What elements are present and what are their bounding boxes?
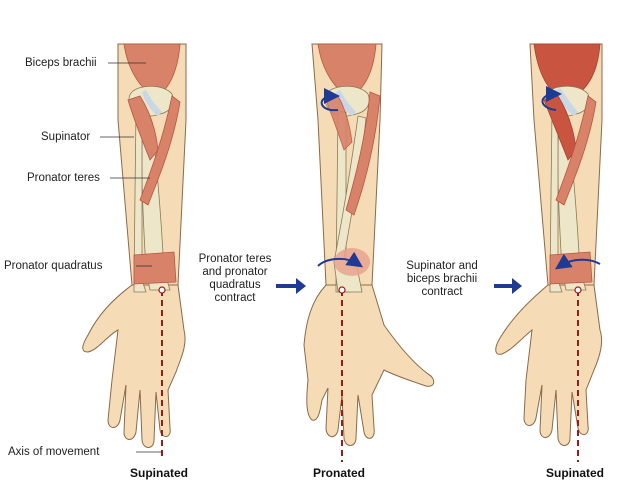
transition-text-1: Pronator teres and pronator quadratus co… [190, 253, 280, 305]
arm-pronated-middle [303, 43, 435, 462]
pronator-teres-muscle [345, 91, 381, 216]
pronator-quadratus-muscle [133, 251, 177, 285]
biceps-tendon [142, 90, 162, 116]
transition-text-2-line: Supinator and [406, 260, 478, 272]
rotation-arrow-elbow [541, 86, 562, 111]
pronator-teres-muscle [555, 95, 597, 206]
transition-text-1-line: and pronator [202, 266, 268, 278]
caption-supinated-right: Supinated [546, 466, 605, 480]
hand-skin [82, 284, 186, 448]
arm-supinated-right [495, 43, 603, 462]
arm-supinated-left [82, 43, 187, 458]
rotation-arrow-elbow [320, 88, 340, 112]
transition-text-1-line: quadratus [209, 279, 261, 291]
label-axis-of-movement: Axis of movement [8, 446, 100, 458]
label-supinator: Supinator [41, 131, 91, 143]
transition-text-2-line: contract [421, 286, 463, 298]
label-biceps-brachii: Biceps brachii [25, 57, 97, 69]
transition-arrow-1 [276, 278, 306, 294]
transition-text-1-line: Pronator teres [198, 253, 272, 265]
hand-skin [303, 284, 435, 446]
transition-text-1-line: contract [214, 292, 256, 304]
rotation-arrow-wrist [317, 251, 363, 268]
transition-text-2: Supinator and biceps brachii contract [396, 260, 488, 299]
transition-arrow-2 [494, 278, 522, 294]
label-pronator-quadratus: Pronator quadratus [4, 260, 103, 272]
biceps-tendon [336, 90, 356, 116]
rotation-arrow-wrist [555, 253, 601, 270]
hand-skin [495, 284, 603, 446]
caption-supinated-left: Supinated [130, 466, 189, 480]
pronator-quadratus-muscle [549, 251, 593, 285]
caption-pronated: Pronated [313, 466, 366, 480]
label-pronator-teres: Pronator teres [27, 172, 100, 184]
transition-text-2-line: biceps brachii [406, 273, 478, 285]
